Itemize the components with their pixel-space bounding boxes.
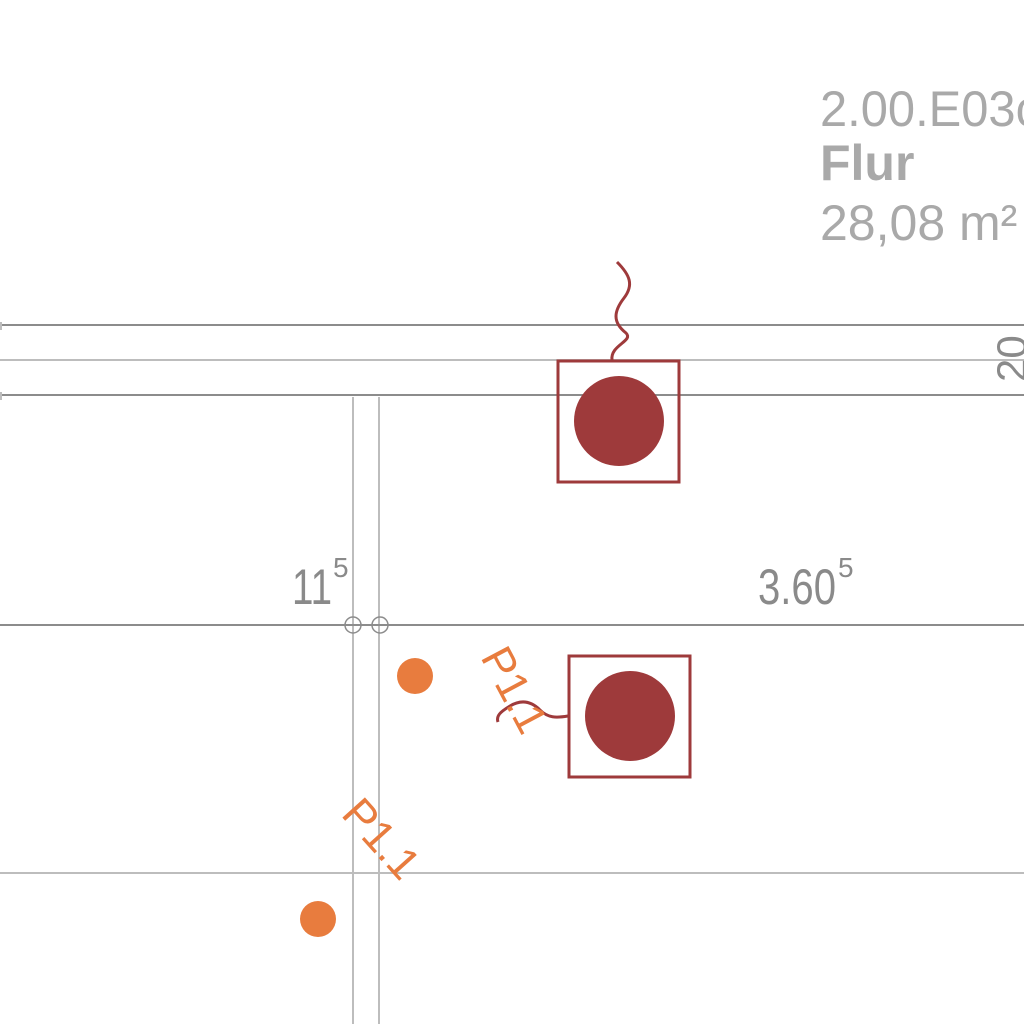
marker-upper[interactable]: P1.1 <box>397 639 557 742</box>
marker-upper-label: P1.1 <box>471 639 557 742</box>
room-name: Flur <box>820 135 914 191</box>
dimension-left-superscript: 5 <box>333 552 349 583</box>
dimension-left-value: 11 <box>292 559 332 615</box>
fixture-upper[interactable] <box>556 260 681 484</box>
marker-lower[interactable]: P1.1 <box>300 789 430 937</box>
ceiling-outlet-icon <box>585 671 675 761</box>
fixture-upper-frame <box>556 359 681 484</box>
ceiling-outlet-icon <box>574 376 664 466</box>
marker-dot-icon <box>300 901 336 937</box>
wavy-lead-up <box>610 260 632 361</box>
room-stamp: 2.00.E03c Flur 28,08 m² <box>820 81 1024 251</box>
marker-dot-icon <box>397 658 433 694</box>
dimension-right-value: 3.60 <box>758 559 836 615</box>
fixture-lower[interactable] <box>496 654 692 779</box>
dimension-edge-value: 20 <box>988 335 1024 382</box>
room-number: 2.00.E03c <box>820 81 1024 137</box>
room-area: 28,08 m² <box>820 195 1017 251</box>
dimension-labels: 11 5 3.60 5 20 <box>292 335 1024 615</box>
fixture-lower-frame <box>567 654 692 779</box>
wavy-lead-left <box>496 700 569 723</box>
dimension-right-superscript: 5 <box>838 552 854 583</box>
wall-lines <box>0 322 1024 1024</box>
